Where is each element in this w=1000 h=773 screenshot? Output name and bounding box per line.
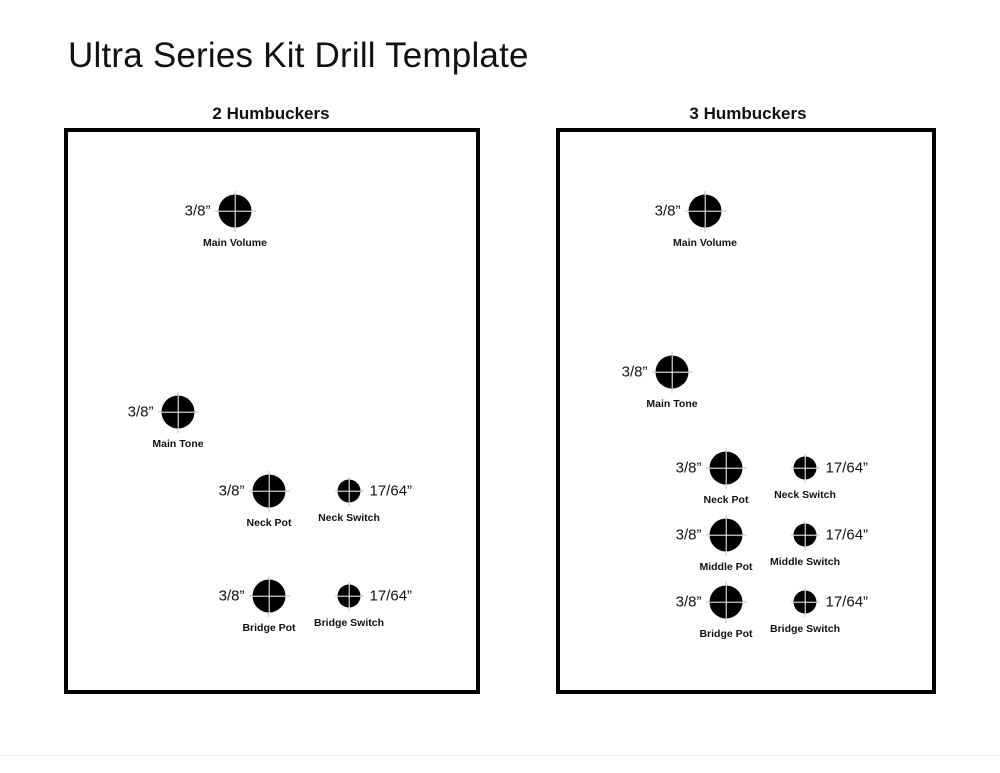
hole-label-neck-switch: Neck Switch	[774, 488, 836, 501]
hole-size-bridge-pot: 3/8”	[675, 593, 702, 611]
crosshair-vertical-icon	[268, 470, 270, 512]
hole-size-neck-switch: 17/64”	[825, 459, 869, 477]
drill-hole-neck-pot-marker-icon	[248, 470, 290, 512]
drill-hole-middle-pot-marker-icon	[705, 514, 747, 556]
template-panel-panel-3hb	[556, 128, 936, 694]
hole-size-main-volume: 3/8”	[654, 202, 681, 220]
hole-label-bridge-pot: Bridge Pot	[242, 621, 296, 634]
drill-hole-neck-pot-marker-icon	[705, 447, 747, 489]
hole-label-main-volume: Main Volume	[673, 236, 737, 249]
hole-label-middle-pot: Middle Pot	[699, 560, 753, 573]
crosshair-vertical-icon	[725, 514, 727, 556]
crosshair-vertical-icon	[671, 351, 673, 393]
hole-label-middle-switch: Middle Switch	[769, 555, 841, 568]
drill-hole-main-volume-marker-icon	[684, 190, 726, 232]
hole-label-bridge-switch: Bridge Switch	[769, 622, 841, 635]
hole-size-main-tone: 3/8”	[621, 363, 648, 381]
hole-size-bridge-switch: 17/64”	[825, 593, 869, 611]
drill-hole-bridge-pot-marker-icon	[248, 575, 290, 617]
hole-size-middle-pot: 3/8”	[675, 526, 702, 544]
crosshair-vertical-icon	[704, 190, 706, 232]
hole-label-main-tone: Main Tone	[152, 437, 204, 450]
hole-size-main-tone: 3/8”	[127, 403, 154, 421]
hole-label-main-tone: Main Tone	[646, 397, 698, 410]
drill-hole-neck-switch-marker-icon	[790, 453, 820, 483]
page-title: Ultra Series Kit Drill Template	[68, 36, 529, 75]
crosshair-vertical-icon	[804, 587, 806, 617]
drill-hole-main-tone-marker-icon	[651, 351, 693, 393]
hole-label-neck-pot: Neck Pot	[246, 516, 292, 529]
crosshair-vertical-icon	[804, 520, 806, 550]
crosshair-vertical-icon	[725, 581, 727, 623]
hole-size-neck-switch: 17/64”	[369, 482, 413, 500]
hole-label-bridge-switch: Bridge Switch	[313, 616, 385, 629]
hole-size-bridge-switch: 17/64”	[369, 587, 413, 605]
crosshair-vertical-icon	[177, 391, 179, 433]
crosshair-vertical-icon	[348, 581, 350, 611]
drill-hole-bridge-switch-marker-icon	[790, 587, 820, 617]
drill-hole-bridge-switch-marker-icon	[334, 581, 364, 611]
page-bottom-rule	[0, 755, 1000, 756]
crosshair-vertical-icon	[234, 190, 236, 232]
crosshair-vertical-icon	[725, 447, 727, 489]
hole-size-middle-switch: 17/64”	[825, 526, 869, 544]
hole-size-neck-pot: 3/8”	[675, 459, 702, 477]
panel-heading-panel-3hb: 3 Humbuckers	[689, 104, 807, 123]
drill-hole-main-tone-marker-icon	[157, 391, 199, 433]
hole-label-bridge-pot: Bridge Pot	[699, 627, 753, 640]
drill-hole-neck-switch-marker-icon	[334, 476, 364, 506]
crosshair-vertical-icon	[268, 575, 270, 617]
hole-label-main-volume: Main Volume	[203, 236, 267, 249]
hole-size-main-volume: 3/8”	[184, 202, 211, 220]
hole-label-neck-switch: Neck Switch	[318, 511, 380, 524]
crosshair-vertical-icon	[348, 476, 350, 506]
hole-size-neck-pot: 3/8”	[218, 482, 245, 500]
crosshair-vertical-icon	[804, 453, 806, 483]
drill-hole-bridge-pot-marker-icon	[705, 581, 747, 623]
drill-hole-main-volume-marker-icon	[214, 190, 256, 232]
drill-hole-middle-switch-marker-icon	[790, 520, 820, 550]
hole-label-neck-pot: Neck Pot	[703, 493, 749, 506]
panel-heading-panel-2hb: 2 Humbuckers	[212, 104, 330, 123]
hole-size-bridge-pot: 3/8”	[218, 587, 245, 605]
